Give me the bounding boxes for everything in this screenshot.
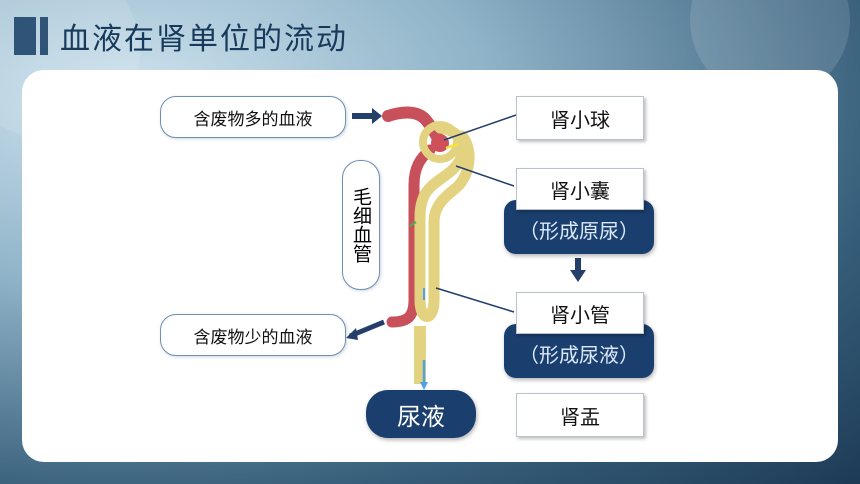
tubule-box: 肾小管 <box>516 292 644 334</box>
efferent-capillary <box>386 144 436 328</box>
page-title: 血液在肾单位的流动 <box>60 22 348 57</box>
down-arrow-head <box>570 270 586 282</box>
pelvis-box: 肾盂 <box>516 393 644 437</box>
title-accent-bar <box>14 17 36 55</box>
urine-label: 尿液 <box>366 390 476 438</box>
down-arrow <box>575 258 581 272</box>
leader-line <box>435 287 515 313</box>
title-bar: 血液在肾单位的流动 <box>14 14 348 58</box>
capillary-label: 毛细血管 <box>342 160 380 290</box>
capsule-note-box: （形成原尿） <box>504 200 654 254</box>
flow-arrow-head <box>420 382 428 390</box>
blood-in-label: 含废物多的血液 <box>160 96 346 138</box>
blood-in-arrow <box>352 113 372 119</box>
flow-arrow <box>445 142 459 150</box>
capillary-text: 毛细血管 <box>350 187 372 263</box>
glomerulus-knot <box>431 134 449 152</box>
blood-in-text: 含废物多的血液 <box>193 109 313 130</box>
flow-arrow <box>409 221 417 227</box>
glomerulus-box: 肾小球 <box>516 96 644 140</box>
blood-out-label: 含废物少的血液 <box>160 314 346 356</box>
renal-capsule <box>419 121 461 163</box>
tubule-text: 肾小管 <box>550 302 610 327</box>
blood-out-text: 含废物少的血液 <box>193 327 313 348</box>
capsule-note-text: （形成原尿） <box>519 219 639 243</box>
leader-line <box>443 114 517 141</box>
leader-line <box>455 165 515 187</box>
capsule-box: 肾小囊 <box>516 168 644 210</box>
pelvis-text: 肾盂 <box>560 404 600 429</box>
title-accent-bar <box>40 17 48 55</box>
blood-in-arrow-head <box>372 108 382 124</box>
urine-text: 尿液 <box>397 402 445 431</box>
capsule-text: 肾小囊 <box>550 178 610 203</box>
tubule-note-text: （形成尿液） <box>519 343 639 367</box>
renal-tubule <box>414 122 475 322</box>
blood-out-arrow-head <box>346 328 358 340</box>
glomerulus-text: 肾小球 <box>550 107 610 132</box>
